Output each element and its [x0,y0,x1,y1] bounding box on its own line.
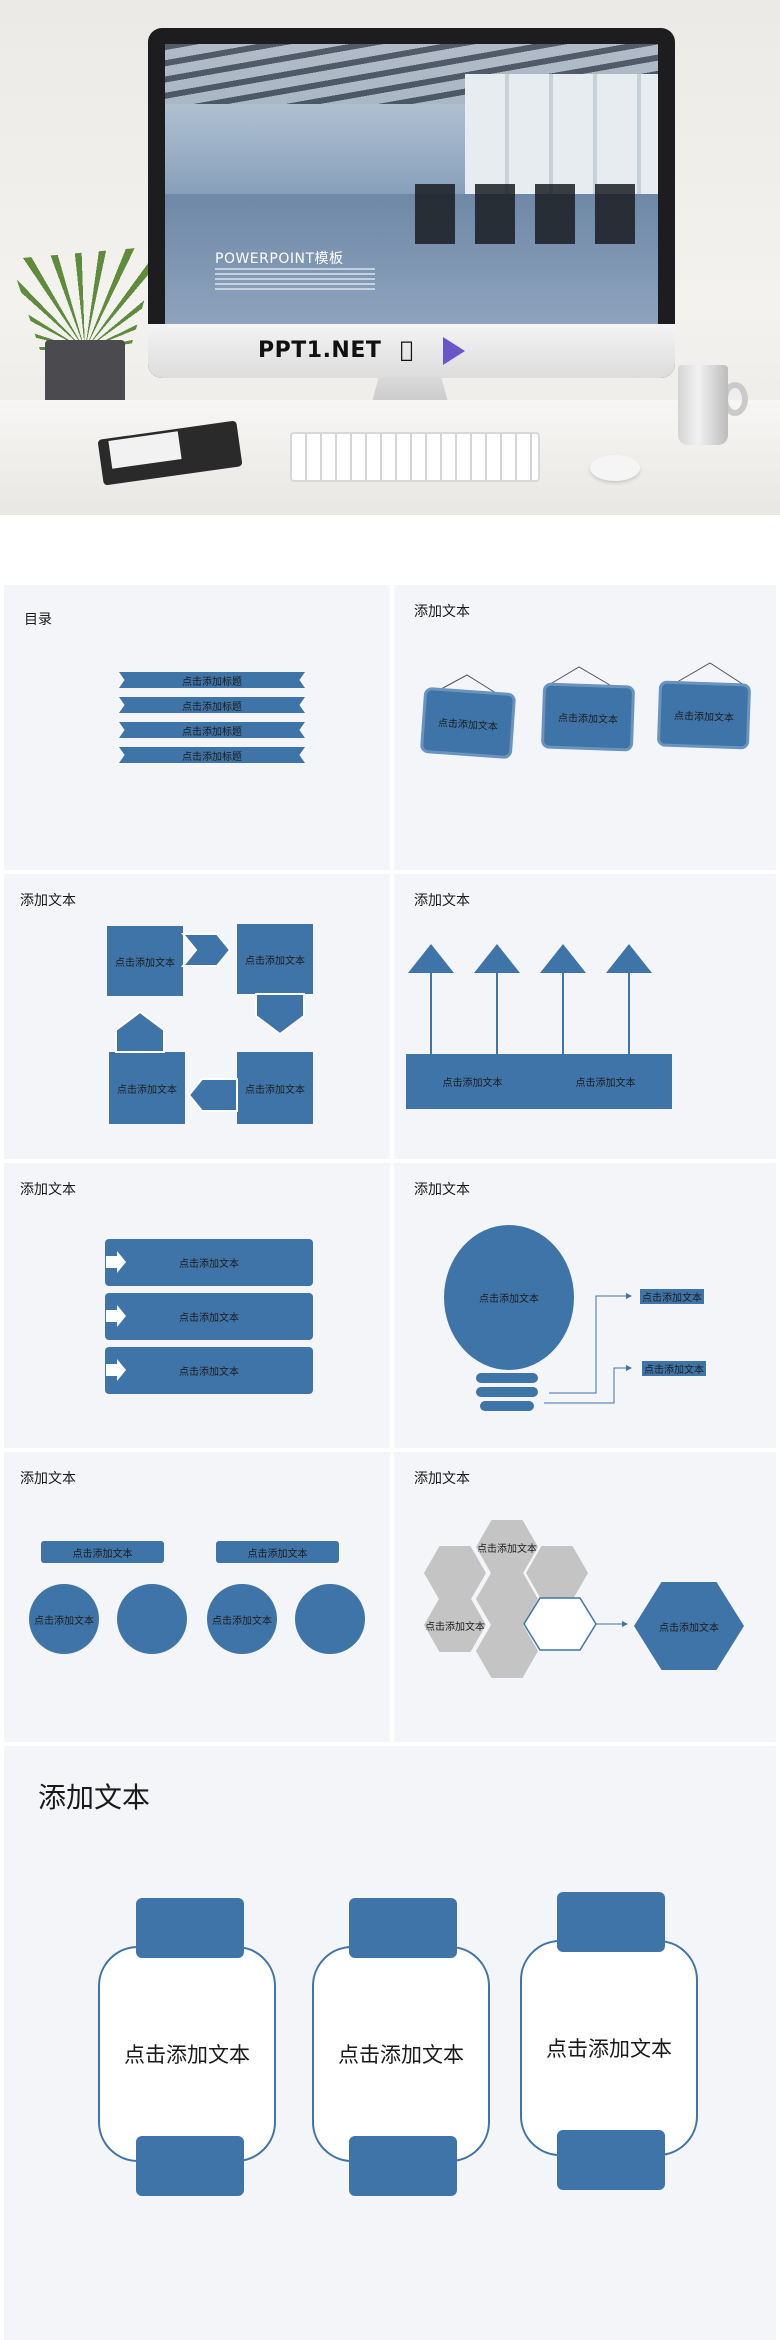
hex-cell [424,1598,486,1652]
slide-title: 添加文本 [414,1471,470,1487]
hanging-card[interactable]: 点击添加文本 [540,682,636,752]
keyboard [290,432,540,482]
toc-item[interactable]: 点击添加标题 [119,747,305,763]
slide-title: 添加文本 [38,1781,151,1814]
cycle-box[interactable]: 点击添加文本 [109,1052,185,1124]
circle-group-header[interactable]: 点击添加文本 [216,1541,339,1563]
slide-title: 添加文本 [20,1182,76,1198]
bulb-connectors [544,1293,632,1404]
slide-hanging-cards[interactable]: 添加文本 点击添加文本 点击添加文本 点击添加文本 [394,585,776,870]
mug [678,365,728,445]
frame-cap-top [557,1892,665,1952]
frame-card[interactable]: 点击添加文本 [98,1946,276,2162]
apple-icon:  [400,338,413,363]
frame-cap-bottom [557,2130,665,2190]
cycle-box[interactable]: 点击添加文本 [237,1052,313,1124]
frame-cap-top [349,1898,457,1958]
toc-item[interactable]: 点击添加标题 [119,722,305,738]
bulb-base-ring [476,1373,538,1383]
hex-outline-and-arrow [523,1597,628,1651]
plant-leaves [10,246,160,350]
cycle-box[interactable]: 点击添加文本 [107,926,183,996]
bulb-callout[interactable]: 点击添加文本 [642,1361,706,1376]
hex-label[interactable]: 点击添加文本 [425,1621,485,1633]
toc-item[interactable]: 点击添加标题 [119,697,305,713]
frame-card[interactable]: 点击添加文本 [520,1940,698,2156]
bulb-base-ring [476,1387,538,1397]
bulb-head[interactable]: 点击添加文本 [444,1225,574,1370]
slide-toc[interactable]: 目录 点击添加标题 点击添加标题 点击添加标题 点击添加标题 [4,585,390,870]
arrow-heads [408,944,652,1054]
slide-title: 添加文本 [414,604,470,620]
slide-title: 目录 [24,612,52,628]
slide-title: 添加文本 [20,1471,76,1487]
brand-name: PPT1.NET [258,338,382,363]
slide-arrows[interactable]: 添加文本 点击添加文本 点击添加文本 [394,874,776,1159]
slide-bulb[interactable]: 添加文本 点击添加文本 点击添加文本 点击添加文本 [394,1163,776,1448]
monitor-chin [148,324,675,378]
hanging-card[interactable]: 点击添加文本 [656,680,752,750]
template-subtitle-lines [215,268,375,290]
arrow-base-label: 点击添加文本 [442,1078,503,1089]
slide-title: 添加文本 [20,893,76,909]
bulb-base-ring [480,1401,534,1411]
hanging-card[interactable]: 点击添加文本 [419,686,517,760]
list-item[interactable]: 点击添加文本 [105,1239,313,1286]
frame-cap-bottom [349,2136,457,2196]
frame-cap-bottom [136,2136,244,2196]
arrow-base-bar[interactable]: 点击添加文本 点击添加文本 [406,1054,672,1109]
slide-title: 添加文本 [414,893,470,909]
slide-title: 添加文本 [414,1182,470,1198]
circle-node[interactable] [117,1584,187,1654]
slide-list[interactable]: 添加文本 点击添加文本 点击添加文本 点击添加文本 [4,1163,390,1448]
hex-cell [424,1546,486,1600]
slide-frames[interactable]: 添加文本 点击添加文本 点击添加文本 点击添加文本 [4,1746,776,2340]
frame-card[interactable]: 点击添加文本 [312,1946,490,2162]
list-arrow-icons [106,1251,126,1381]
bulb-callout[interactable]: 点击添加文本 [640,1289,704,1304]
circle-node[interactable]: 点击添加文本 [29,1584,99,1654]
circle-group-header[interactable]: 点击添加文本 [41,1541,164,1563]
circle-node[interactable] [295,1584,365,1654]
slide-circles[interactable]: 添加文本 点击添加文本 点击添加文本 点击添加文本 点击添加文本 [4,1452,390,1742]
arrow-base-label: 点击添加文本 [575,1078,636,1089]
frame-cap-top [136,1898,244,1958]
monitor-screen [165,44,658,324]
slide-hexagons[interactable]: 添加文本 点击添加文本 点击添加文本 点击添加文本 [394,1452,776,1742]
play-logo-icon [443,337,465,365]
cycle-connectors [115,933,305,1112]
hex-label[interactable]: 点击添加文本 [477,1543,537,1555]
list-item[interactable]: 点击添加文本 [105,1347,313,1394]
slide-cycle[interactable]: 添加文本 点击添加文本 点击添加文本 点击添加文本 点击添加文本 [4,874,390,1159]
mouse [590,455,640,481]
toc-item[interactable]: 点击添加标题 [119,672,305,688]
list-item[interactable]: 点击添加文本 [105,1293,313,1340]
circle-node[interactable]: 点击添加文本 [207,1584,277,1654]
template-title: POWERPOINT模板 [215,251,344,267]
hero-banner: POWERPOINT模板 PPT1.NET  [0,0,780,515]
cycle-box[interactable]: 点击添加文本 [237,924,313,994]
